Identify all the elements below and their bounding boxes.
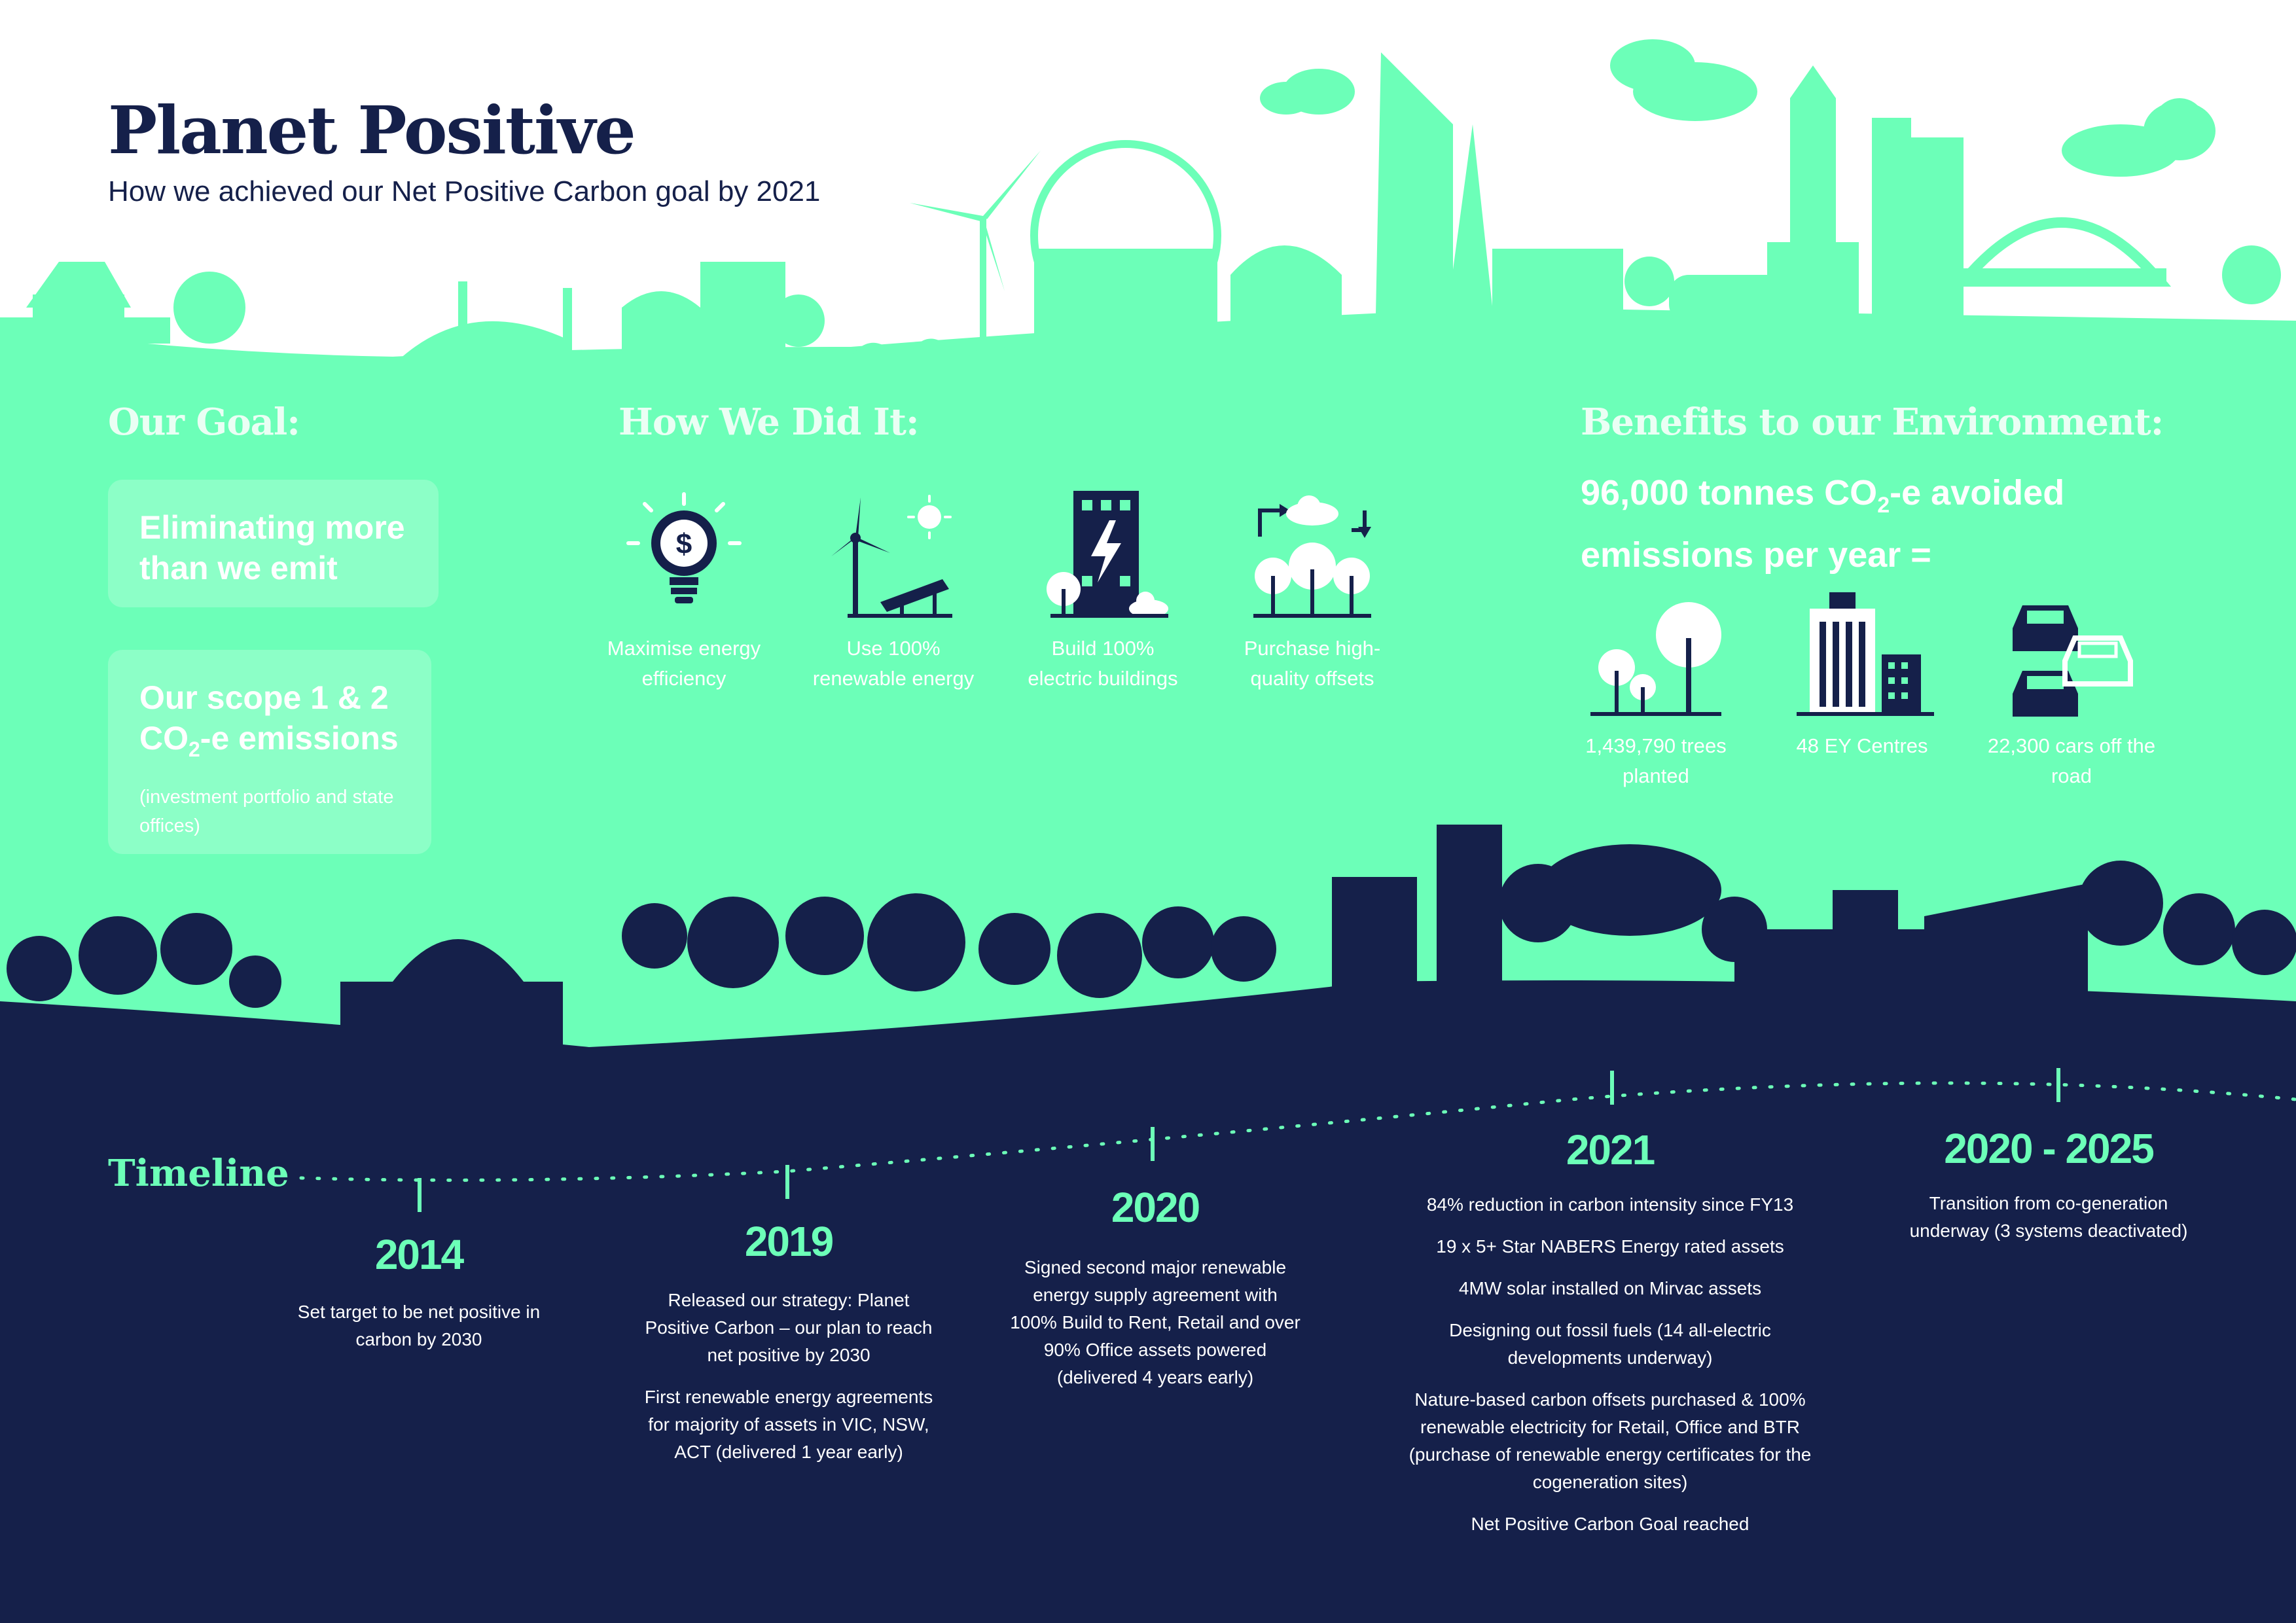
timeline-paragraph: Released our strategy: Planet Positive C…	[645, 1290, 933, 1365]
how-label-efficiency: Maximise energy efficiency	[607, 637, 761, 690]
how-label-electric: Build 100% electric buildings	[1028, 637, 1178, 690]
trees-icon	[1590, 602, 1721, 716]
timeline-tick-2021	[1610, 1071, 1614, 1105]
timeline-year: 2020 - 2025	[1944, 1125, 2155, 1172]
timeline-tick-2014	[418, 1178, 422, 1212]
tower-buildings-icon	[1797, 592, 1934, 716]
svg-text:$: $	[676, 528, 692, 560]
co2-subscript: 2	[188, 738, 200, 761]
timeline-dotted-path	[299, 1081, 2296, 1182]
timeline-entry-2020: 2020 Signed second major renewable energ…	[1008, 1183, 1302, 1406]
benefit-label-buildings: 48 EY Centres	[1796, 734, 1928, 757]
how-label-renewable: Use 100% renewable energy	[812, 637, 975, 690]
timeline-entry-2021: 2021 84% reduction in carbon intensity s…	[1394, 1126, 1826, 1552]
how-heading: How We Did It:	[619, 401, 920, 444]
goal-scope-note: (investment portfolio and state offices)	[139, 787, 394, 836]
benefit-item-buildings: 48 EY Centres	[1770, 589, 1954, 761]
timeline-year: 2019	[744, 1218, 834, 1265]
goal-heading: Our Goal:	[108, 401, 300, 444]
timeline-paragraph: Net Positive Carbon Goal reached	[1471, 1514, 1749, 1534]
benefit-label-trees: 1,439,790 trees planted	[1585, 734, 1727, 787]
timeline-text: Set target to be net positive in carbon …	[288, 1298, 550, 1353]
timeline-text: 84% reduction in carbon intensity since …	[1394, 1191, 1826, 1538]
timeline-text: Signed second major renewable energy sup…	[1008, 1254, 1302, 1391]
lightbulb-dollar-icon: $	[626, 492, 742, 603]
timeline-paragraph: Set target to be net positive in carbon …	[297, 1302, 541, 1349]
timeline-tick-2020-2025	[2056, 1068, 2060, 1102]
timeline-tick-2019	[785, 1165, 789, 1199]
goal-scope-line2: CO2-e emissions	[139, 718, 400, 770]
cars-icon	[2013, 605, 2133, 717]
timeline-year: 2014	[374, 1231, 464, 1278]
benefits-heading: Benefits to our Environment:	[1581, 401, 2164, 444]
benefit-label-cars: 22,300 cars off the road	[1987, 734, 2156, 787]
timeline-paragraph: Nature-based carbon offsets purchased & …	[1408, 1389, 1812, 1492]
page-subtitle: How we achieved our Net Positive Carbon …	[108, 175, 821, 207]
timeline-year: 2021	[1566, 1126, 1655, 1173]
timeline-heading: Timeline	[108, 1152, 289, 1195]
timeline-text: Transition from co-generation underway (…	[1898, 1190, 2199, 1245]
page-title: Planet Positive	[108, 92, 636, 169]
benefits-stat: 96,000 tonnes CO2-e avoided emissions pe…	[1581, 468, 2170, 580]
wind-solar-icon	[831, 495, 952, 618]
timeline-text: Released our strategy: Planet Positive C…	[635, 1287, 942, 1466]
city-skyline	[0, 39, 2281, 380]
timeline-tick-2020	[1151, 1127, 1155, 1161]
benefit-item-trees: 1,439,790 trees planted	[1564, 589, 1748, 791]
timeline-paragraph: Signed second major renewable energy sup…	[1010, 1257, 1300, 1387]
emissions-text: -e emissions	[200, 720, 399, 757]
timeline-paragraph: Designing out fossil fuels (14 all-elect…	[1449, 1320, 1771, 1368]
timeline-entry-2020-2025: 2020 - 2025 Transition from co-generatio…	[1898, 1124, 2199, 1259]
how-label-offsets: Purchase high-quality offsets	[1244, 637, 1381, 690]
goal-scope-line1: Our scope 1 & 2	[139, 679, 389, 716]
how-item-electric: Build 100% electric buildings	[1018, 491, 1188, 694]
timeline-paragraph: First renewable energy agreements for ma…	[644, 1387, 933, 1462]
stat-subscript: 2	[1877, 492, 1890, 518]
benefit-item-cars: 22,300 cars off the road	[1980, 589, 2163, 791]
goal-card-text: Eliminating more than we emit	[139, 509, 405, 586]
goal-card-eliminating: Eliminating more than we emit	[108, 480, 439, 607]
timeline-year: 2020	[1111, 1184, 1200, 1231]
how-item-offsets: Purchase high-quality offsets	[1227, 491, 1397, 694]
co2-text: CO	[139, 720, 188, 757]
stat-text-a: 96,000 tonnes CO	[1581, 473, 1878, 512]
stat-text-b: -e avoided emissions per year =	[1581, 473, 2065, 575]
goal-card-scope: Our scope 1 & 2 CO2-e emissions (investm…	[108, 650, 431, 854]
electric-building-icon	[1047, 491, 1168, 618]
ground-silhouette	[0, 825, 2296, 1623]
timeline-entry-2019: 2019 Released our strategy: Planet Posit…	[635, 1217, 942, 1480]
how-item-efficiency: $ Maximise energy efficiency	[599, 491, 769, 694]
timeline-paragraph: 19 x 5+ Star NABERS Energy rated assets	[1436, 1236, 1784, 1257]
trees-cycle-icon	[1253, 495, 1371, 618]
how-item-renewable: Use 100% renewable energy	[808, 491, 978, 694]
timeline-paragraph: 84% reduction in carbon intensity since …	[1426, 1194, 1794, 1215]
timeline-paragraph: Transition from co-generation underway (…	[1909, 1193, 2188, 1241]
timeline-paragraph: 4MW solar installed on Mirvac assets	[1458, 1278, 1762, 1298]
timeline-entry-2014: 2014 Set target to be net positive in ca…	[288, 1230, 550, 1368]
